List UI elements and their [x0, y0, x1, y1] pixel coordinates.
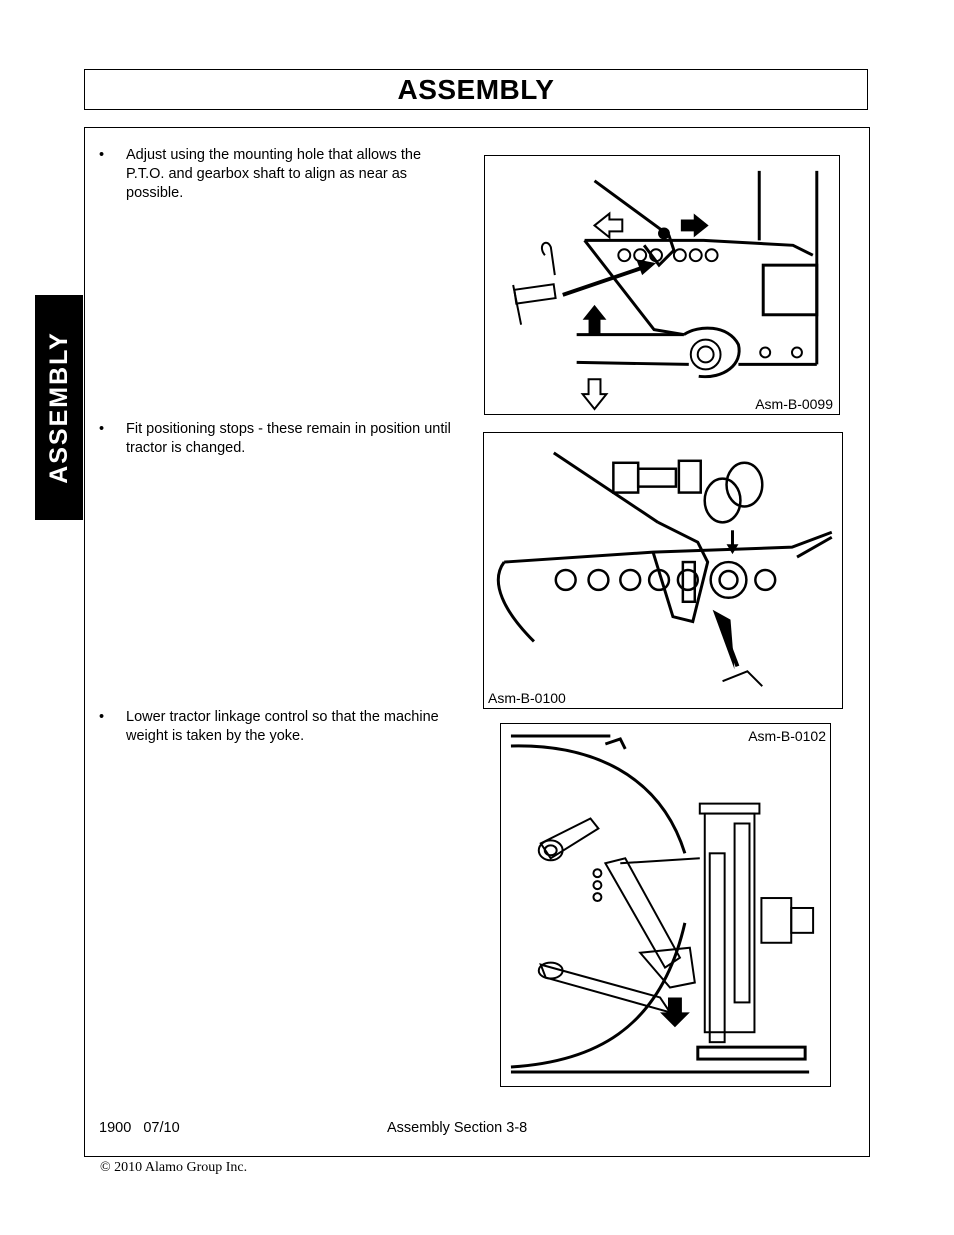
content-frame: • Adjust using the mounting hole that al… [84, 127, 870, 1157]
figure-yoke-weight: Asm-B-0102 [500, 723, 831, 1087]
figure-mounting-hole: Asm-B-0099 [484, 155, 840, 415]
figure-positioning-stops: Asm-B-0100 [483, 432, 843, 709]
copyright-notice: © 2010 Alamo Group Inc. [100, 1160, 248, 1175]
side-tab-label: ASSEMBLY [44, 331, 73, 484]
instruction-bullet-3: • Lower tractor linkage control so that … [99, 708, 459, 746]
footer-section: Assembly Section 3-8 [387, 1120, 528, 1136]
figure-label: Asm-B-0100 [488, 690, 566, 706]
figure-label: Asm-B-0102 [748, 728, 826, 744]
bullet-text: Adjust using the mounting hole that allo… [126, 147, 422, 201]
bullet-text: Fit positioning stops - these remain in … [126, 421, 451, 456]
page-title: ASSEMBLY [397, 73, 555, 105]
bullet-marker: • [99, 709, 105, 725]
figure-label: Asm-B-0099 [755, 396, 833, 412]
yoke-weight-illustration [510, 734, 815, 1074]
bullet-marker: • [99, 147, 105, 163]
instruction-bullet-2: • Fit positioning stops - these remain i… [99, 420, 459, 458]
page-header: ASSEMBLY [84, 69, 868, 110]
mounting-hole-illustration [512, 170, 819, 411]
instruction-bullet-1: • Adjust using the mounting hole that al… [99, 146, 459, 203]
footer-model-date: 1900 07/10 [99, 1120, 180, 1136]
bullet-text: Lower tractor linkage control so that th… [126, 709, 439, 744]
bullet-marker: • [99, 421, 105, 437]
section-side-tab: ASSEMBLY [35, 295, 83, 520]
positioning-stops-illustration [496, 451, 833, 687]
